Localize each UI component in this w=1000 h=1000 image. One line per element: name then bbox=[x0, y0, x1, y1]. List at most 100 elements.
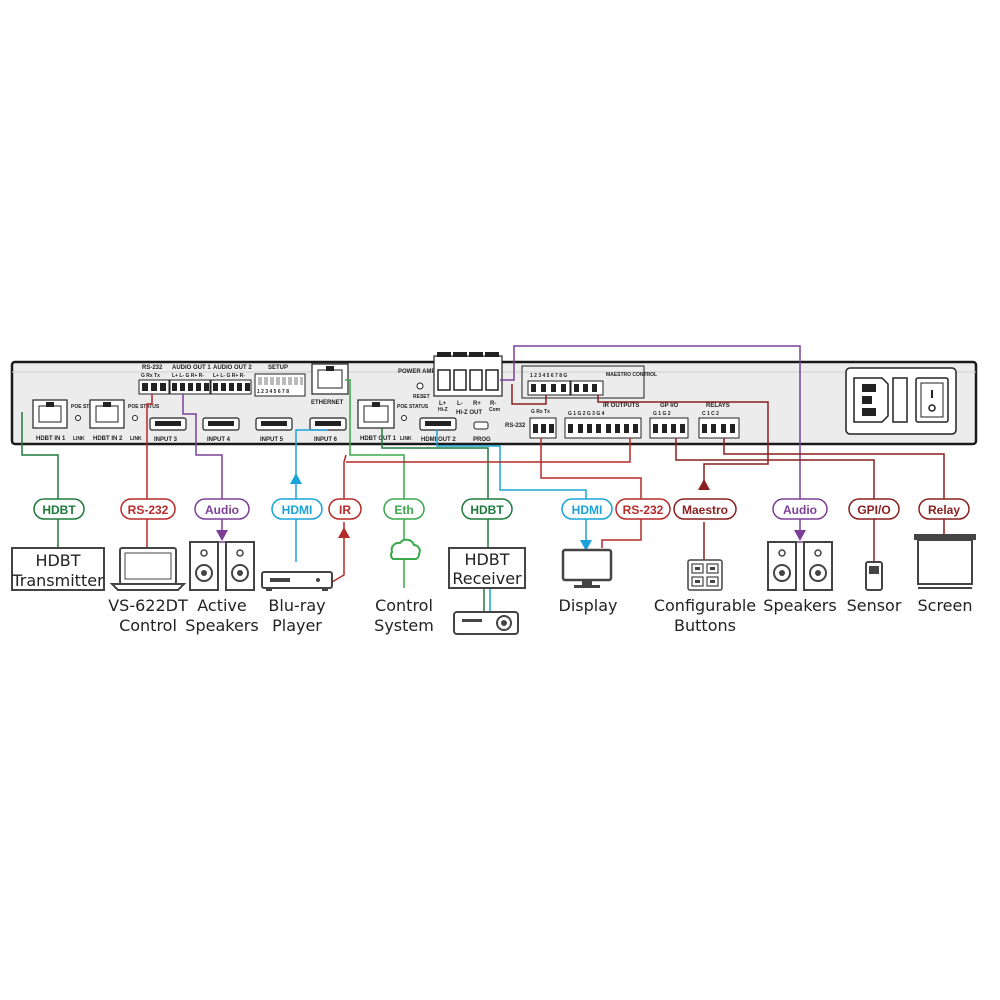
setup-nums: 1 2 3 4 5 6 7 8 bbox=[257, 389, 289, 395]
ir-pins: G 1 G 2 G 3 G 4 bbox=[568, 411, 605, 417]
svg-text:HDMI: HDMI bbox=[282, 503, 313, 517]
vs622dt-label: VS-622DT bbox=[108, 596, 188, 615]
rs232-label: RS-232 bbox=[142, 365, 163, 371]
bluray-label: Blu-ray bbox=[268, 596, 325, 615]
ir-outputs-label: IR OUTPUTS bbox=[603, 403, 639, 409]
bluray-label-2: Player bbox=[272, 616, 322, 635]
rs232-right-pins: G Rx Tx bbox=[531, 409, 550, 415]
power-amp-terminal: POWER AMP RESET L+ L- R+ R- Hi-Z Com HI-… bbox=[398, 352, 503, 416]
cable-hdmi-bluray bbox=[295, 429, 328, 562]
hdmi-input5-port: INPUT 5 bbox=[255, 417, 293, 443]
hdbt-transmitter-line2: Transmitter bbox=[11, 571, 104, 590]
maestro-control-terminal: 1 2 3 4 5 6 7 8 G MAESTRO CONTROL bbox=[521, 365, 657, 399]
bluray-player-icon bbox=[261, 571, 333, 591]
connection-pills: HDBT RS-232 Audio HDMI IR Eth HDBT HDMI bbox=[33, 498, 970, 520]
pill-audio-right: Audio bbox=[772, 498, 828, 520]
projection-screen-icon bbox=[914, 534, 976, 589]
cable-ir-up bbox=[343, 454, 347, 500]
display-label: Display bbox=[559, 596, 618, 615]
link-label-2: LINK bbox=[130, 436, 142, 442]
reset-label: RESET bbox=[413, 394, 430, 400]
hdbt-receiver-line2: Receiver bbox=[452, 569, 522, 588]
svg-text:HDBT: HDBT bbox=[470, 503, 504, 517]
cable-maestro bbox=[511, 384, 547, 405]
arrow-audio-left bbox=[216, 530, 228, 541]
audio-out1-terminal: AUDIO OUT 1 L+ L- G R+ R- bbox=[169, 365, 211, 395]
svg-text:HDMI: HDMI bbox=[572, 503, 603, 517]
rear-panel: POE STATUS LINK HDBT IN 1 POE STATUS LIN… bbox=[10, 352, 978, 446]
configurable-label-2: Buttons bbox=[674, 616, 736, 635]
setup-label: SETUP bbox=[268, 365, 288, 371]
pill-hdbt-left: HDBT bbox=[33, 498, 85, 520]
cable-audio-left bbox=[182, 394, 223, 532]
hdbt-in2-port: POE STATUS LINK HDBT IN 2 bbox=[89, 399, 160, 442]
display-icon bbox=[561, 548, 613, 588]
audio-out1-label: AUDIO OUT 1 bbox=[172, 365, 211, 371]
pill-rs232-left: RS-232 bbox=[120, 498, 176, 520]
sensor-label: Sensor bbox=[847, 596, 902, 615]
cable-audio-right bbox=[500, 345, 801, 532]
sensor-icon bbox=[865, 561, 883, 591]
audio-out1-pins: L+ L- G R+ R- bbox=[172, 373, 204, 379]
active-label: Active bbox=[197, 596, 247, 615]
prog-port: PROG bbox=[473, 421, 491, 443]
cable-relay bbox=[723, 438, 945, 534]
poe-status-label-3: POE STATUS bbox=[397, 404, 429, 410]
hdbt-in1-label: HDBT IN 1 bbox=[36, 436, 66, 442]
cable-hdbt-out bbox=[381, 428, 489, 548]
screen-label: Screen bbox=[917, 596, 972, 615]
svg-text:RS-232: RS-232 bbox=[128, 503, 169, 517]
arrow-ir-up bbox=[338, 527, 350, 538]
rs232-right-label: RS-232 bbox=[505, 423, 526, 429]
amp-r-minus: R- bbox=[490, 401, 496, 407]
cable-ir-route bbox=[346, 438, 631, 463]
gpio-terminal: GP I/O G 1 G 2 bbox=[649, 403, 689, 439]
power-amp-label: POWER AMP bbox=[398, 369, 435, 375]
svg-text:IR: IR bbox=[339, 503, 351, 517]
amp-r-plus: R+ bbox=[473, 401, 481, 407]
pill-ir: IR bbox=[328, 498, 362, 520]
configurable-label: Configurable bbox=[654, 596, 756, 615]
input6-label: INPUT 6 bbox=[314, 437, 338, 443]
amp-l-minus: L- bbox=[457, 401, 463, 407]
input4-label: INPUT 4 bbox=[207, 437, 231, 443]
pill-gpio: GPI/O bbox=[848, 498, 900, 520]
pill-audio-left: Audio bbox=[194, 498, 250, 520]
cable-rs232-display bbox=[540, 438, 642, 548]
relays-label: RELAYS bbox=[706, 403, 730, 409]
arrows bbox=[216, 473, 806, 551]
active-label-2: Speakers bbox=[185, 616, 258, 635]
hdbt-in2-label: HDBT IN 2 bbox=[93, 436, 123, 442]
poe-status-label-2: POE STATUS bbox=[128, 404, 160, 410]
com-label: Com bbox=[489, 407, 501, 413]
rs232-pins: G Rx Tx bbox=[141, 373, 160, 379]
hdbt-in1-port: POE STATUS LINK HDBT IN 1 bbox=[32, 399, 103, 442]
devices: HDBT Transmitter VS-622DT Control Active… bbox=[11, 534, 976, 635]
cable-maestro-long bbox=[597, 395, 769, 488]
pill-hdbt-right: HDBT bbox=[461, 498, 513, 520]
hdmi-out2-label: HDMI OUT 2 bbox=[421, 437, 456, 443]
amp-l-plus: L+ bbox=[439, 401, 447, 407]
power-inlet bbox=[845, 367, 957, 435]
hdmi-input4-port: INPUT 4 bbox=[202, 417, 240, 443]
cable-ir bbox=[331, 522, 345, 583]
speakers-icon-right bbox=[767, 541, 833, 591]
speakers-icon-left bbox=[189, 541, 255, 591]
hdmi-input3-port: INPUT 3 bbox=[149, 417, 187, 443]
keypad-icon bbox=[687, 559, 723, 591]
relays-pins: C 1 C 2 bbox=[702, 411, 719, 417]
hdbt-out1-port: POE STATUS LINK HDBT OUT 1 bbox=[357, 399, 429, 442]
hiz-label: Hi-Z bbox=[438, 407, 448, 413]
svg-text:RS-232: RS-232 bbox=[623, 503, 664, 517]
ethernet-port: ETHERNET bbox=[311, 363, 349, 406]
audio-out2-pins: L+ L- G R+ R- bbox=[213, 373, 245, 379]
relays-terminal: RELAYS C 1 C 2 bbox=[698, 403, 740, 439]
hdmi-out2-port: HDMI OUT 2 bbox=[419, 417, 457, 443]
arrow-audio-right bbox=[794, 530, 806, 541]
laptop-icon bbox=[109, 547, 187, 591]
cables bbox=[21, 345, 945, 612]
prog-label: PROG bbox=[473, 437, 491, 443]
svg-text:HDBT: HDBT bbox=[42, 503, 76, 517]
ethernet-label: ETHERNET bbox=[311, 400, 344, 406]
